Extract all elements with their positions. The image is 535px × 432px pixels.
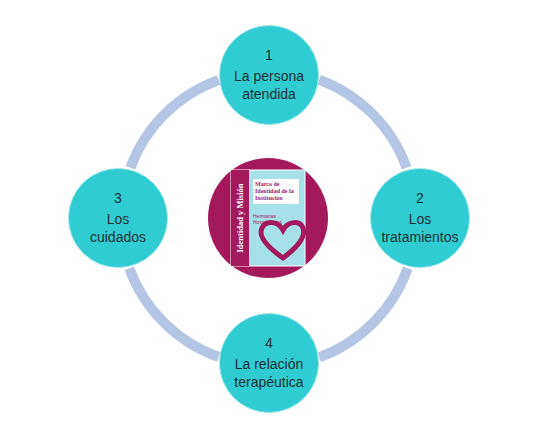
ring-arc (130, 80, 218, 168)
topic-label: Los cuidados (81, 211, 155, 246)
topic-circle: 2Los tratamientos (370, 168, 470, 268)
callout-number: 2 (416, 190, 424, 208)
heart-symbol (261, 223, 304, 258)
ring-arc (129, 268, 218, 357)
book-cover (231, 170, 305, 266)
callout-number: 3 (114, 190, 122, 208)
topic-label: La relación terapéutica (232, 356, 306, 391)
topic-label: Los tratamientos (381, 211, 458, 246)
callout-number: 4 (265, 335, 273, 353)
ring-arc (319, 80, 407, 168)
vertical-title: Identidad y Misión (235, 170, 245, 266)
book-title: Marco de Identidad de la Institución (253, 179, 299, 204)
topic-circle: 3Los cuidados (68, 168, 168, 268)
emblem-circle (208, 158, 328, 278)
callout-number: 1 (265, 47, 273, 65)
book-cover-node: Identidad y Misión Marco de Identidad de … (231, 170, 305, 266)
publisher-name: Hermanas Hospitalarias (253, 214, 301, 225)
topic-label: La persona atendida (232, 68, 306, 103)
book-spine-band (231, 170, 249, 266)
ring-arc (319, 268, 408, 357)
topic-circle: 1 La persona atendida (219, 25, 319, 125)
topic-circle: 4 La relación terapéutica (219, 313, 319, 413)
